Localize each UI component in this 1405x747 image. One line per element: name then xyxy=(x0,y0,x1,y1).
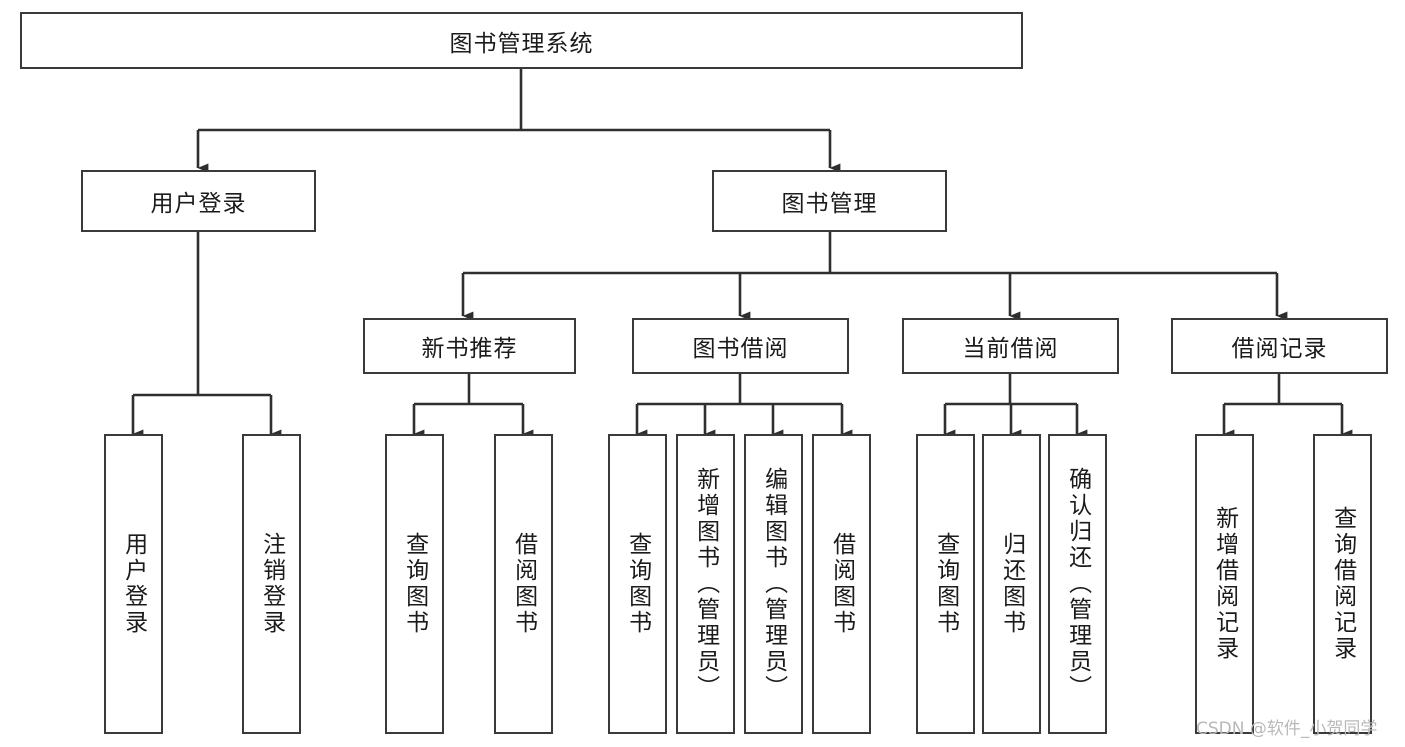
node-book-borrow-label: 图书借阅 xyxy=(692,336,789,362)
leaf-logout-label: 注销登录 xyxy=(258,532,285,636)
leaf-query-book-borrow[interactable]: 查询图书 xyxy=(608,434,667,734)
node-new-book-recommend-label: 新书推荐 xyxy=(421,336,518,362)
node-current-borrow[interactable]: 当前借阅 xyxy=(902,318,1119,374)
node-new-book-recommend[interactable]: 新书推荐 xyxy=(363,318,576,374)
node-current-borrow-label: 当前借阅 xyxy=(962,336,1059,362)
node-root[interactable]: 图书管理系统 xyxy=(20,12,1023,69)
leaf-borrow-book-label: 借阅图书 xyxy=(828,532,855,636)
leaf-query-book-current-label: 查询图书 xyxy=(932,532,959,636)
leaf-add-book-admin[interactable]: 新增图书（管理员） xyxy=(676,434,735,734)
leaf-return-book[interactable]: 归还图书 xyxy=(982,434,1041,734)
leaf-add-borrow-record[interactable]: 新增借阅记录 xyxy=(1195,434,1254,734)
leaf-user-login-label: 用户登录 xyxy=(120,532,147,636)
leaf-edit-book-admin-label: 编辑图书（管理员） xyxy=(760,467,787,701)
leaf-borrow-book-recommend[interactable]: 借阅图书 xyxy=(494,434,553,734)
node-user-login[interactable]: 用户登录 xyxy=(81,170,316,232)
node-borrow-records[interactable]: 借阅记录 xyxy=(1171,318,1388,374)
leaf-query-book-borrow-label: 查询图书 xyxy=(624,532,651,636)
node-root-label: 图书管理系统 xyxy=(449,30,594,57)
leaf-query-book-recommend[interactable]: 查询图书 xyxy=(385,434,444,734)
leaf-query-borrow-record-label: 查询借阅记录 xyxy=(1329,506,1356,662)
node-book-borrow[interactable]: 图书借阅 xyxy=(632,318,849,374)
leaf-borrow-book-recommend-label: 借阅图书 xyxy=(510,532,537,636)
leaf-query-book-recommend-label: 查询图书 xyxy=(401,532,428,636)
node-book-management-label: 图书管理 xyxy=(781,191,878,217)
leaf-borrow-book[interactable]: 借阅图书 xyxy=(812,434,871,734)
leaf-edit-book-admin[interactable]: 编辑图书（管理员） xyxy=(744,434,803,734)
node-user-login-label: 用户登录 xyxy=(150,191,247,217)
leaf-query-borrow-record[interactable]: 查询借阅记录 xyxy=(1313,434,1372,734)
node-book-management[interactable]: 图书管理 xyxy=(712,170,947,232)
leaf-user-login[interactable]: 用户登录 xyxy=(104,434,163,734)
leaf-confirm-return-admin-label: 确认归还（管理员） xyxy=(1064,467,1091,701)
watermark: CSDN @软件_小贺同学 xyxy=(1196,719,1378,739)
leaf-logout[interactable]: 注销登录 xyxy=(242,434,301,734)
leaf-add-book-admin-label: 新增图书（管理员） xyxy=(692,467,719,701)
leaf-query-book-current[interactable]: 查询图书 xyxy=(916,434,975,734)
leaf-add-borrow-record-label: 新增借阅记录 xyxy=(1211,506,1238,662)
leaf-confirm-return-admin[interactable]: 确认归还（管理员） xyxy=(1048,434,1107,734)
leaf-return-book-label: 归还图书 xyxy=(998,532,1025,636)
node-borrow-records-label: 借阅记录 xyxy=(1231,336,1328,362)
